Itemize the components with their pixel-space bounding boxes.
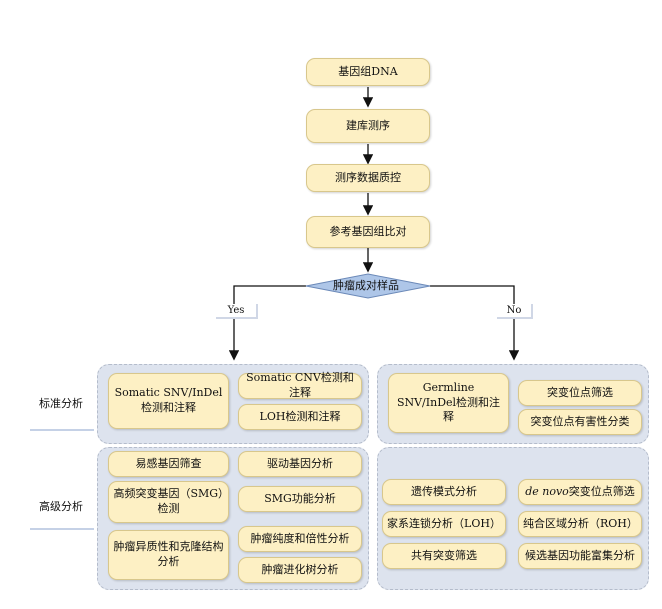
node-somatic-cnv: Somatic CNV检测和注释 <box>238 371 362 399</box>
decision-diamond <box>305 273 431 299</box>
node-inheritance-pattern: 遗传模式分析 <box>382 479 506 505</box>
node-library-sequencing: 建库测序 <box>306 109 430 143</box>
denovo-italic-text: de novo <box>525 484 569 498</box>
node-tumor-evolution: 肿瘤进化树分析 <box>238 557 362 583</box>
yes-branch-line <box>228 285 306 361</box>
label-advanced-analysis: 高级分析 <box>39 500 83 513</box>
node-germline-snv: Germline SNV/InDel检测和注释 <box>388 373 509 433</box>
node-susceptibility-screen: 易感基因筛查 <box>108 451 229 477</box>
denovo-rest-text: 突变位点筛选 <box>568 484 635 498</box>
no-branch-line <box>430 285 520 361</box>
node-mutation-filter: 突变位点筛选 <box>518 380 642 406</box>
no-label: No <box>497 304 533 319</box>
label-standard-analysis: 标准分析 <box>39 397 83 410</box>
node-reference-alignment: 参考基因组比对 <box>306 216 430 248</box>
node-harmful-classification: 突变位点有害性分类 <box>518 409 642 435</box>
divider-standard <box>30 429 94 431</box>
decision-label: 肿瘤成对样品 <box>333 279 399 292</box>
node-somatic-snv: Somatic SNV/InDel检测和注释 <box>108 373 229 429</box>
node-shared-mutation: 共有突变筛选 <box>382 543 506 569</box>
divider-advanced <box>30 528 94 530</box>
node-loh-detection: LOH检测和注释 <box>238 404 362 430</box>
node-smg-detection: 高频突变基因（SMG）检测 <box>108 481 229 523</box>
yes-label: Yes <box>216 304 258 319</box>
node-tumor-purity: 肿瘤纯度和倍性分析 <box>238 526 362 552</box>
node-smg-function: SMG功能分析 <box>238 486 362 512</box>
node-driver-gene: 驱动基因分析 <box>238 451 362 477</box>
node-gene-enrichment: 候选基因功能富集分析 <box>518 543 642 569</box>
node-data-qc: 测序数据质控 <box>306 164 430 192</box>
node-tumor-heterogeneity: 肿瘤异质性和克隆结构分析 <box>108 530 229 580</box>
node-linkage-analysis: 家系连锁分析（LOH） <box>382 511 506 537</box>
node-genomic-dna: 基因组DNA <box>306 58 430 86</box>
node-roh-analysis: 纯合区域分析（ROH） <box>518 511 642 537</box>
